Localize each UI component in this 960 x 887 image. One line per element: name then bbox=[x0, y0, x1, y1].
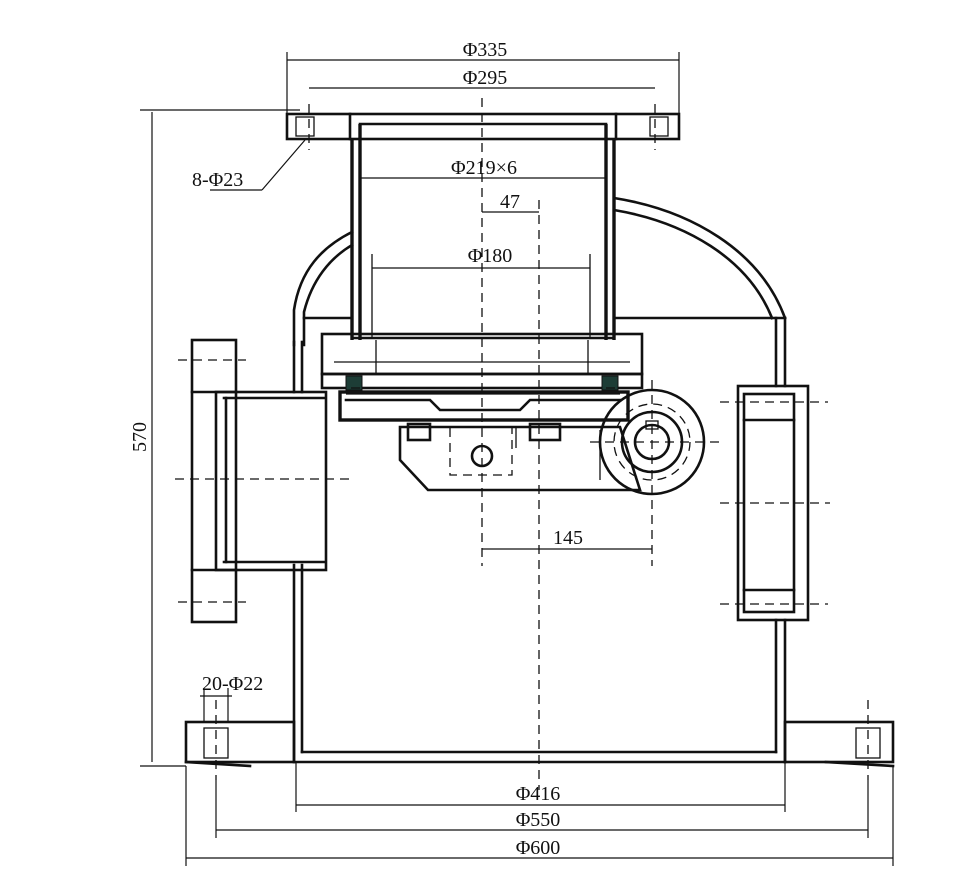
disc-arm bbox=[398, 422, 642, 492]
left-side-flange bbox=[178, 338, 328, 624]
base-flange bbox=[184, 700, 895, 780]
dim-flange-holes: 8-Φ23 bbox=[192, 169, 243, 191]
top-flange bbox=[285, 104, 681, 150]
centerlines bbox=[175, 98, 830, 790]
dim-inner-bore: Φ180 bbox=[468, 245, 513, 267]
dim-shaft-offset: 145 bbox=[553, 527, 583, 549]
dim-base-outer: Φ600 bbox=[516, 837, 561, 859]
dim-flange-bolt-circle: Φ295 bbox=[463, 67, 508, 89]
dim-offset: 47 bbox=[500, 191, 520, 213]
dimension-lines bbox=[140, 52, 894, 866]
dome-shroud bbox=[292, 196, 787, 347]
dim-base-bolt-circle: Φ550 bbox=[516, 809, 561, 831]
dim-pipe: Φ219×6 bbox=[451, 157, 517, 179]
dim-flange-outer: Φ335 bbox=[463, 39, 508, 61]
dim-body-width: Φ416 bbox=[516, 783, 561, 805]
dim-base-holes: 20-Φ22 bbox=[202, 673, 263, 695]
dim-height: 570 bbox=[129, 422, 151, 452]
